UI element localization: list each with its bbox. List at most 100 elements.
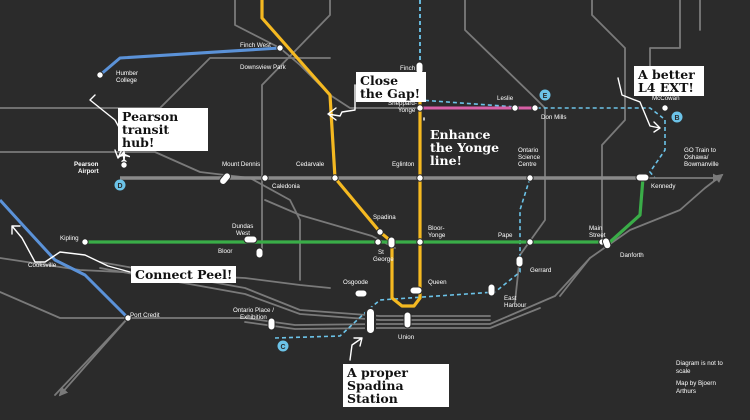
callout-l4: A better L4 EXT! [634,66,704,96]
label-gerrard: Gerrard [530,267,552,274]
scale-note: Diagram is not to scale [676,360,723,375]
label-east-harbour-2: Harbour [504,302,526,309]
caledonia-station [261,174,269,182]
peel-arrow [11,225,131,273]
station-labels: Finch West Downsview Park Finch Humber C… [28,42,719,341]
bloor-yonge-st-george-link [387,236,396,249]
label-science-centre-3: Centre [518,161,537,168]
label-go-oshawa-3: Bowmanville [684,161,719,168]
station-marks [81,44,669,322]
label-sheppard-yonge-2: Yonge [398,107,416,114]
label-dundas-west-2: West [236,230,250,237]
danforth-bar [601,237,612,250]
route-badges: E B D C [114,89,683,352]
label-caledonia: Caledonia [272,183,300,190]
label-east-harbour-1: East [504,295,517,302]
bloor-bar [255,247,264,259]
label-humber-college-1: Humber [116,70,138,77]
label-ontario-place-1: Ontario Place / [233,307,274,314]
rail-network [0,0,724,397]
label-spadina: Spadina [373,214,396,221]
bloor-yonge-station [416,238,424,246]
don-mills-station [531,104,539,112]
ontario-place-bar [267,317,276,331]
mount-dennis-bar [219,172,231,186]
kennedy-bar [635,173,650,182]
label-mccowan: McCowan [652,95,680,102]
label-queen: Queen [428,279,447,286]
label-kipling: Kipling [60,235,79,242]
rail-line-milton-b [99,267,491,321]
label-mount-dennis: Mount Dennis [222,161,260,168]
east-harbour-bar [487,283,496,297]
label-st-george-1: St [378,249,384,256]
label-st-george-2: George [373,256,394,263]
label-port-credit: Port Credit [130,312,160,319]
rail-line-stouffville [591,0,626,246]
label-go-oshawa-2: Oshawa/ [684,154,709,161]
callout-close-gap: Close the Gap! [356,72,426,102]
gerrard-bar [515,255,524,268]
proposed-line-c [274,177,531,339]
rail-line-nw-top [0,57,331,109]
label-pape: Pape [498,232,513,239]
label-humber-college-2: College [116,77,138,84]
rail-line-lakeshore-a [0,257,591,326]
finch-west-station [276,44,284,52]
label-eglinton: Eglinton [392,161,415,168]
annotation-arrows [11,77,661,361]
proposed-spadina-station [365,307,376,335]
badge-d: D [117,183,122,190]
label-finch-west: Finch West [240,42,271,49]
label-go-oshawa-1: GO Train to [684,147,717,154]
label-science-centre-2: Science [518,154,541,161]
leslie-station [511,104,519,112]
union-bar [403,311,412,329]
badge-e: E [543,93,548,100]
line-1-yonge-university [260,0,422,308]
callout-peel: Connect Peel! [131,266,237,283]
label-cedarvale: Cedarvale [296,161,325,168]
proposed-line-b [648,120,666,179]
interchange-bars [219,61,650,335]
rail-line-downtown-west [0,257,331,289]
callout-spadina: A proper Spadina Station [343,364,449,407]
label-ontario-place-2: Exhibition [240,314,267,321]
map-credit: Map by Bjoern Arthurs [676,380,716,395]
st-george-station [374,238,382,246]
label-bloor-yonge-1: Bloor- [428,225,445,232]
label-bloor-yonge-2: Yonge [428,232,446,239]
label-cooksville: Cooksville [28,262,57,269]
airplane-icon [118,149,130,162]
label-main-street-2: Street [589,232,606,239]
label-bloor: Bloor [218,248,232,255]
label-union: Union [398,334,415,341]
dundas-west-bar [243,235,258,244]
humber-college-station [96,71,104,79]
label-leslie: Leslie [497,95,514,102]
port-credit-station [124,314,132,322]
mccowan-station [661,104,669,112]
hurontario-lrt [0,198,130,320]
queen-bar [409,286,423,295]
label-science-centre-1: Ontario [518,147,539,154]
close-gap-arrow [327,84,356,121]
science-centre-station [526,174,534,182]
l4-arrow [617,77,661,133]
label-don-mills: Don Mills [541,114,566,121]
callout-enhance: Enhance the Yonge line! [430,127,500,168]
label-sheppard-yonge-1: Sheppard- [388,100,417,107]
kipling-station [81,238,89,246]
label-pearson-2: Airport [78,168,99,175]
rail-line-kitchener [0,151,301,281]
rail-line-barrie [261,0,331,256]
label-kennedy: Kennedy [651,183,676,190]
callout-pearson: Pearson transit hub! [118,108,208,151]
badge-c: C [280,344,285,351]
cedarvale-station [331,174,339,182]
rail-line-lakeshore-b [244,307,541,330]
line-2-bloor-danforth [85,177,645,244]
proposed-line-e [419,0,664,119]
spadina-arrow [349,337,363,361]
